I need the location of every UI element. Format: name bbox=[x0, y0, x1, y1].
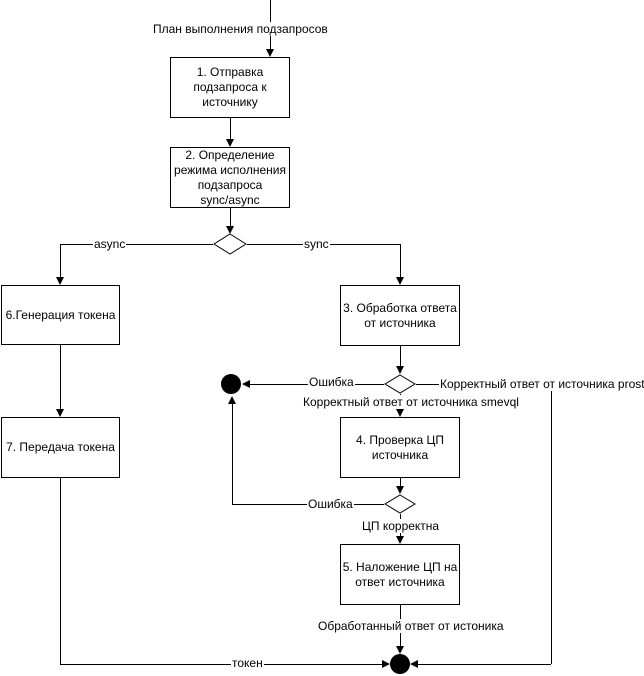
edge-prostore-bottom-horizontal bbox=[418, 664, 551, 665]
edge-label-smevql: Корректный ответ от источника smevql bbox=[302, 395, 520, 409]
decision-diamond-response-check bbox=[384, 374, 416, 394]
edge-sync-vertical bbox=[400, 244, 401, 277]
arrowhead-into-box1 bbox=[266, 49, 274, 57]
node-box2-determine-mode: 2. Определение режима исполнения подзапр… bbox=[170, 147, 290, 208]
edge-box6-box7 bbox=[60, 345, 61, 409]
arrowhead-into-diamond2 bbox=[396, 366, 404, 374]
edge-async-horizontal bbox=[60, 244, 213, 245]
edge-prostore-vertical bbox=[551, 384, 552, 664]
edge-box4-diamond3 bbox=[400, 478, 401, 486]
arrowhead-into-diamond1 bbox=[226, 226, 234, 234]
edge-label-token: токен bbox=[231, 656, 264, 670]
edge-box3-diamond2 bbox=[400, 346, 401, 366]
node-box4-verify-signature: 4. Проверка ЦП источника bbox=[340, 417, 460, 478]
final-node-main bbox=[390, 654, 410, 674]
arrowhead-into-error-node-bottom bbox=[228, 396, 236, 404]
arrowhead-into-box2 bbox=[226, 139, 234, 147]
arrowhead-into-box6 bbox=[56, 277, 64, 285]
edge-token-vertical bbox=[60, 478, 61, 664]
arrowhead-into-box5 bbox=[396, 536, 404, 544]
edge-label-start: План выполнения подзапросов bbox=[152, 22, 329, 36]
edge-label-prostore: Корректный ответ от источника prostore bbox=[439, 377, 644, 391]
edge-label-error2: Ошибка bbox=[307, 497, 354, 511]
arrowhead-into-final-right bbox=[410, 660, 418, 668]
node-box5-apply-signature: 5. Наложение ЦП на ответ источника bbox=[340, 544, 460, 605]
edge-box2-diamond1 bbox=[230, 208, 231, 226]
node-box1-send-subrequest: 1. Отправка подзапроса к источнику bbox=[170, 57, 290, 118]
edge-box1-box2 bbox=[230, 118, 231, 139]
edge-label-sync: sync bbox=[303, 237, 330, 251]
arrowhead-into-box4 bbox=[396, 409, 404, 417]
edge-label-error1: Ошибка bbox=[308, 375, 355, 389]
decision-diamond-sync-async bbox=[213, 233, 247, 255]
arrowhead-into-box7 bbox=[56, 409, 64, 417]
edge-label-cp-ok: ЦП корректна bbox=[361, 519, 441, 533]
decision-diamond-signature-check bbox=[384, 494, 416, 514]
edge-async-vertical bbox=[60, 244, 61, 277]
node-box3-process-response: 3. Обработка ответа от источника bbox=[340, 285, 460, 346]
node-box7-pass-token: 7. Передача токена bbox=[1, 417, 120, 478]
arrowhead-into-error-node bbox=[242, 380, 250, 388]
arrowhead-into-final-top bbox=[396, 646, 404, 654]
arrowhead-into-box3 bbox=[396, 277, 404, 285]
final-node-error bbox=[221, 374, 241, 394]
edge-label-async: async bbox=[93, 237, 127, 251]
edge-token-horizontal bbox=[60, 664, 382, 665]
arrowhead-into-final-left bbox=[382, 660, 390, 668]
edge-label-processed: Обработанный ответ от истоника bbox=[317, 619, 505, 633]
edge-error2-vertical bbox=[232, 404, 233, 504]
arrowhead-into-diamond3 bbox=[396, 486, 404, 494]
node-box6-generate-token: 6.Генерация токена bbox=[1, 285, 120, 345]
